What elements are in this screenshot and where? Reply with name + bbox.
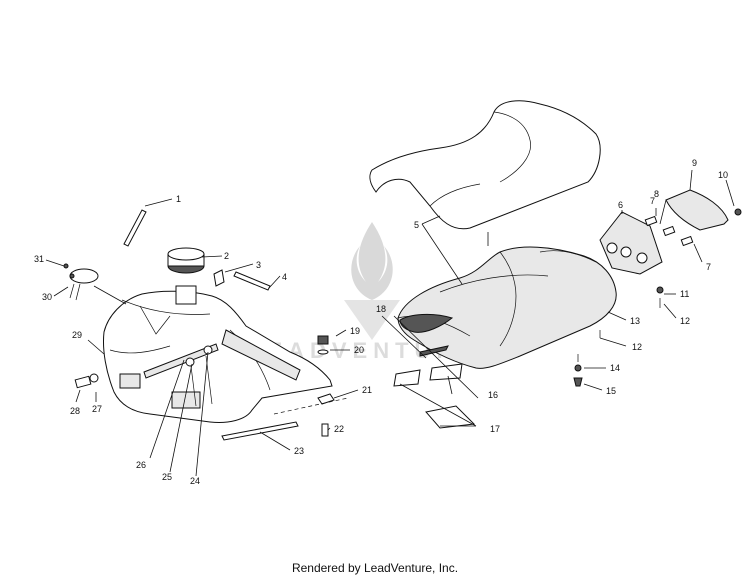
callout-2: 2 [224, 251, 229, 261]
fasteners-right [573, 286, 664, 387]
vent-fitting [213, 269, 225, 287]
callout-28: 28 [70, 406, 80, 416]
callout-5: 5 [414, 220, 419, 230]
callout-15: 15 [606, 386, 616, 396]
callout-3: 3 [256, 260, 261, 270]
callout-7a: 7 [650, 196, 655, 206]
taillight-assembly [599, 211, 663, 275]
callout-7b: 7 [706, 262, 711, 272]
callout-4: 4 [282, 272, 287, 282]
reflector-lens [665, 189, 729, 231]
callout-27: 27 [92, 404, 102, 414]
tank-straps [143, 343, 219, 379]
fuel-tank [103, 290, 333, 423]
screw-10 [734, 208, 742, 216]
dipstick [123, 209, 147, 247]
callouts: 1 2 3 4 5 6 7 7 8 9 10 11 12 12 13 14 15… [34, 158, 728, 486]
seat-pads [393, 363, 476, 429]
seat-strap [419, 345, 449, 357]
callout-17: 17 [490, 424, 500, 434]
callout-8: 8 [654, 189, 659, 199]
callout-19: 19 [350, 326, 360, 336]
callout-20: 20 [354, 345, 364, 355]
callout-14: 14 [610, 363, 620, 373]
fasteners-7-8 [644, 215, 694, 247]
callout-25: 25 [162, 472, 172, 482]
seat-base [397, 246, 617, 369]
callout-12b: 12 [632, 342, 642, 352]
fuel-gauge-sender [63, 263, 99, 301]
callout-30: 30 [42, 292, 52, 302]
callout-9: 9 [692, 158, 697, 168]
callout-29: 29 [72, 330, 82, 340]
seat-cover [369, 100, 601, 230]
callout-24: 24 [190, 476, 200, 486]
filler-neck [175, 285, 197, 305]
callout-13: 13 [630, 316, 640, 326]
callout-18: 18 [376, 304, 386, 314]
callout-6: 6 [618, 200, 623, 210]
callout-10: 10 [718, 170, 728, 180]
fuel-cap [167, 247, 205, 274]
callout-26: 26 [136, 460, 146, 470]
drain-fitting [74, 373, 99, 389]
leader-lines [45, 169, 735, 477]
callout-12a: 12 [680, 316, 690, 326]
footer-credit: Rendered by LeadVenture, Inc. [291, 561, 459, 575]
callout-16: 16 [488, 390, 498, 400]
callout-23: 23 [294, 446, 304, 456]
callout-11: 11 [680, 289, 689, 299]
callout-21: 21 [362, 385, 372, 395]
callout-22: 22 [334, 424, 344, 434]
callout-1: 1 [176, 194, 181, 204]
callout-31: 31 [34, 254, 44, 264]
vent-hose [233, 271, 271, 291]
